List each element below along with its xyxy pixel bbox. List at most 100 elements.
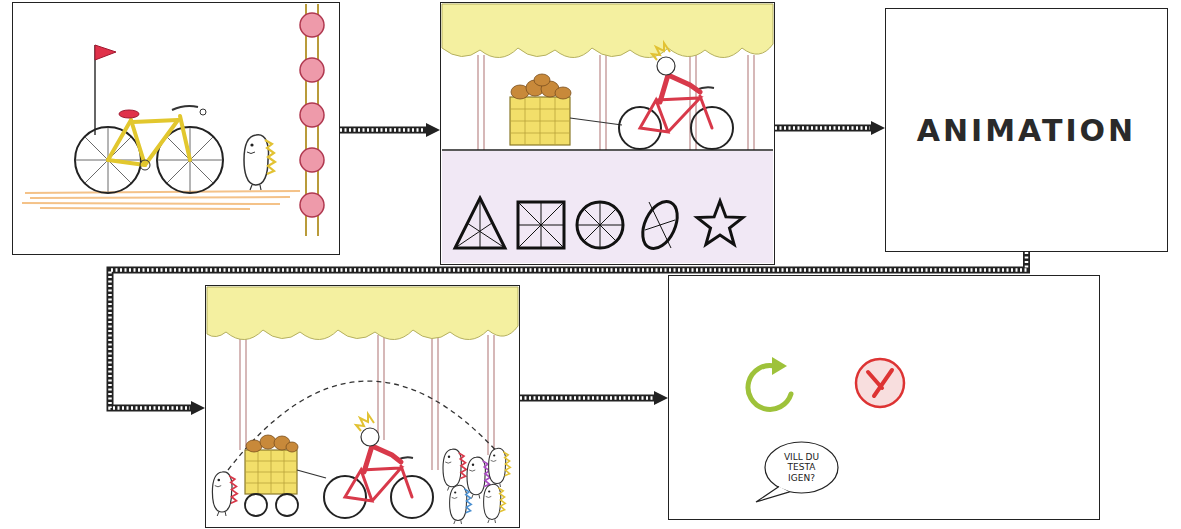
wheel-shapes xyxy=(636,196,684,254)
wheel-shapes xyxy=(697,201,743,244)
forest-scene xyxy=(377,335,379,440)
forest-scene xyxy=(442,4,773,58)
arrow-hatch xyxy=(520,396,653,400)
bead-chain xyxy=(300,148,324,172)
bead-chain xyxy=(300,193,324,217)
wheel-shapes xyxy=(518,202,564,248)
yellow-bicycle xyxy=(145,120,178,165)
wheel-shapes xyxy=(518,202,564,248)
cart-and-rider xyxy=(511,74,571,99)
arrow-hatch xyxy=(340,128,425,132)
close-icon xyxy=(856,359,904,407)
cart-and-rider xyxy=(534,74,550,86)
forest-scene xyxy=(245,335,247,450)
ground-scribble xyxy=(40,208,250,209)
creature-group xyxy=(489,448,511,487)
cart-and-rider xyxy=(364,446,401,472)
forest-scene xyxy=(689,55,691,150)
speech-bubble: VILL DU TESTA IGEN? xyxy=(764,441,839,494)
creature-group xyxy=(212,472,237,516)
wheel-shapes xyxy=(455,196,743,254)
cart-and-rider xyxy=(640,96,712,132)
creature-group xyxy=(443,449,466,490)
forest-scene xyxy=(487,335,489,455)
cart-and-rider xyxy=(361,428,379,446)
cart-and-rider xyxy=(245,450,297,494)
yellow-bicycle xyxy=(200,109,206,115)
cart-and-rider xyxy=(286,442,298,452)
ground-scribble xyxy=(22,203,280,204)
yellow-bicycle xyxy=(180,116,190,160)
cart-and-rider xyxy=(570,118,622,125)
yellow-bicycle xyxy=(172,106,198,110)
cart-and-rider xyxy=(246,440,262,452)
cart-and-rider xyxy=(245,450,297,494)
creature-group xyxy=(484,484,506,523)
cart-and-rider xyxy=(245,494,267,516)
storyboard-panel xyxy=(440,2,775,265)
wheel-shapes xyxy=(455,198,505,248)
forest-scene xyxy=(207,287,518,340)
forest-scene xyxy=(442,4,773,263)
forest-scene xyxy=(478,55,754,150)
creature-group xyxy=(212,448,510,524)
cart-and-rider xyxy=(297,470,326,478)
cart-and-rider xyxy=(510,43,733,149)
forest-scene xyxy=(599,55,601,150)
storyboard-panel xyxy=(205,285,520,528)
wheel-shapes xyxy=(577,202,623,248)
flow-arrow xyxy=(520,398,658,399)
arrow-shaft xyxy=(520,395,658,402)
ground-scribble xyxy=(22,191,300,209)
forest-scene xyxy=(431,335,433,470)
forest-scene xyxy=(483,55,485,150)
bead-chain xyxy=(300,58,324,82)
cart-and-rider xyxy=(657,57,675,75)
ground-scribble xyxy=(25,191,300,193)
cart-and-rider xyxy=(640,96,712,132)
forest-scene xyxy=(747,55,749,150)
cart-and-rider xyxy=(510,97,570,145)
bead-chain xyxy=(300,4,324,236)
forest-scene xyxy=(207,287,518,470)
cart-and-rider xyxy=(555,87,571,99)
yellow-bicycle xyxy=(75,45,223,193)
storyboard-panel xyxy=(12,2,340,255)
arrow-hatch xyxy=(775,126,870,130)
forest-scene xyxy=(753,55,755,150)
ground-scribble xyxy=(30,197,290,198)
yellow-bicycle xyxy=(140,160,150,170)
bubble-outline xyxy=(765,442,838,493)
arrow-shaft xyxy=(340,127,430,134)
storyboard-illustration xyxy=(244,135,275,190)
wheel-shapes xyxy=(577,202,623,248)
forest-scene xyxy=(442,151,773,263)
cart-and-rider xyxy=(246,435,298,452)
forest-scene xyxy=(383,335,385,440)
storyboard-panel: ANIMATION xyxy=(885,8,1168,252)
cart-and-rider xyxy=(652,43,670,60)
cart-and-rider xyxy=(660,75,700,102)
replay-icon xyxy=(772,357,787,375)
close-icon xyxy=(868,370,892,396)
yellow-bicycle xyxy=(108,116,190,165)
forest-scene xyxy=(442,149,773,151)
cart-and-rider xyxy=(260,435,276,449)
cart-and-rider xyxy=(510,97,570,145)
bead-chain xyxy=(300,103,324,127)
forest-scene xyxy=(477,55,479,150)
storyboard-panel: VILL DU TESTA IGEN? xyxy=(668,275,1100,520)
yellow-bicycle xyxy=(108,160,145,165)
forest-scene xyxy=(239,335,241,450)
wheel-shapes xyxy=(645,202,675,248)
forest-scene xyxy=(605,55,607,150)
wheel-shapes xyxy=(455,198,505,248)
close-icon xyxy=(856,359,904,407)
cart-and-rider xyxy=(276,494,298,516)
yellow-bicycle xyxy=(133,120,178,122)
yellow-bicycle xyxy=(108,120,131,160)
creature-group xyxy=(450,485,472,524)
cart-and-rider xyxy=(245,414,433,518)
forest-scene xyxy=(493,335,495,455)
